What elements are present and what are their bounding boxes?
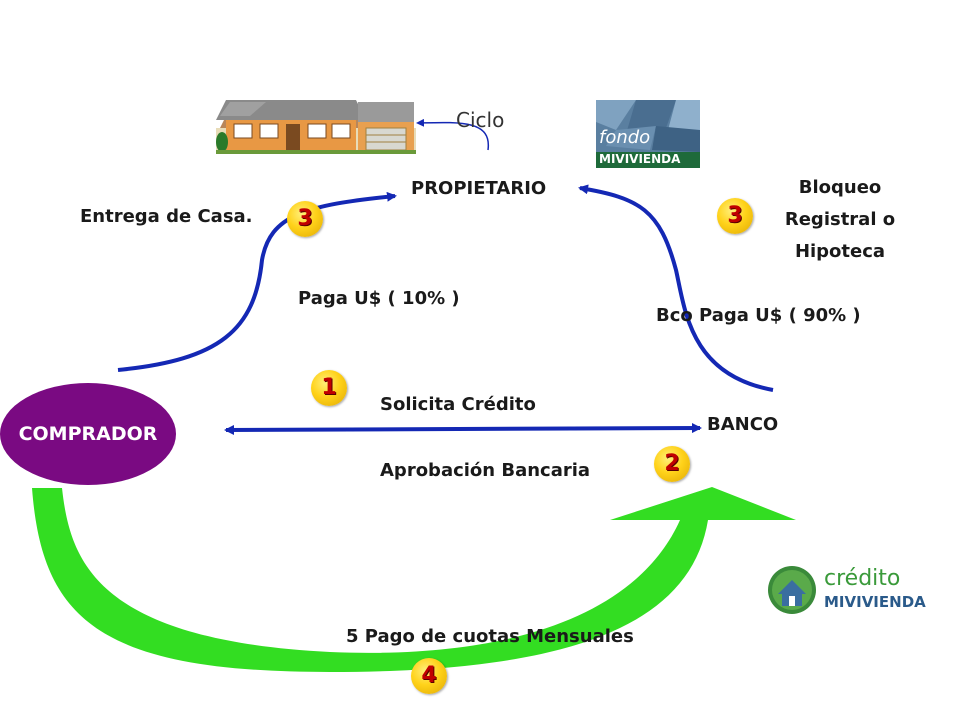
pago-cuotas-label: 5 Pago de cuotas Mensuales	[346, 626, 634, 647]
arrow-comprador-banco	[224, 423, 702, 435]
arrow-pago-cuotas	[32, 487, 796, 672]
arrow-banco-to-propietario	[578, 184, 774, 392]
bloqueo-line-1: Bloqueo	[798, 177, 882, 198]
bloqueo-label: Bloqueo Registral o Hipoteca	[770, 172, 910, 268]
fondo-logo-subtext: MIVIVIENDA	[599, 152, 681, 166]
bco-paga-90-label: Bco Paga U$ ( 90% )	[656, 305, 861, 326]
comprador-node: COMPRADOR	[0, 383, 176, 485]
banco-node: BANCO	[707, 414, 779, 435]
fondo-mivivienda-logo: fondo MIVIVIENDA	[596, 100, 700, 168]
solicita-credito-label: Solicita Crédito	[380, 394, 536, 415]
step-badge-3-left: 3	[287, 201, 323, 237]
paga-10-label: Paga U$ ( 10% )	[298, 288, 460, 309]
propietario-node: PROPIETARIO	[411, 178, 547, 199]
credito-house-icon	[768, 566, 816, 614]
bloqueo-line-3: Hipoteca	[794, 241, 886, 262]
arrow-ciclo	[416, 118, 489, 151]
arrow-comprador-to-propietario	[117, 191, 397, 372]
step-badge-3-right: 3	[717, 198, 753, 234]
entrega-casa-label: Entrega de Casa.	[80, 206, 253, 227]
step-badge-4: 4	[411, 658, 447, 694]
step-badge-1: 1	[311, 370, 347, 406]
step-badge-2: 2	[654, 446, 690, 482]
fondo-logo-text: fondo	[599, 127, 651, 148]
bloqueo-line-2: Registral o	[784, 209, 896, 230]
credito-logo-text: crédito	[824, 566, 901, 591]
ciclo-label: Ciclo	[456, 108, 505, 132]
aprobacion-label: Aprobación Bancaria	[380, 460, 591, 481]
house-icon	[216, 100, 416, 154]
credito-logo-subtext: MIVIVIENDA	[824, 593, 926, 611]
credito-mivivienda-logo: crédito MIVIVIENDA	[766, 564, 928, 616]
